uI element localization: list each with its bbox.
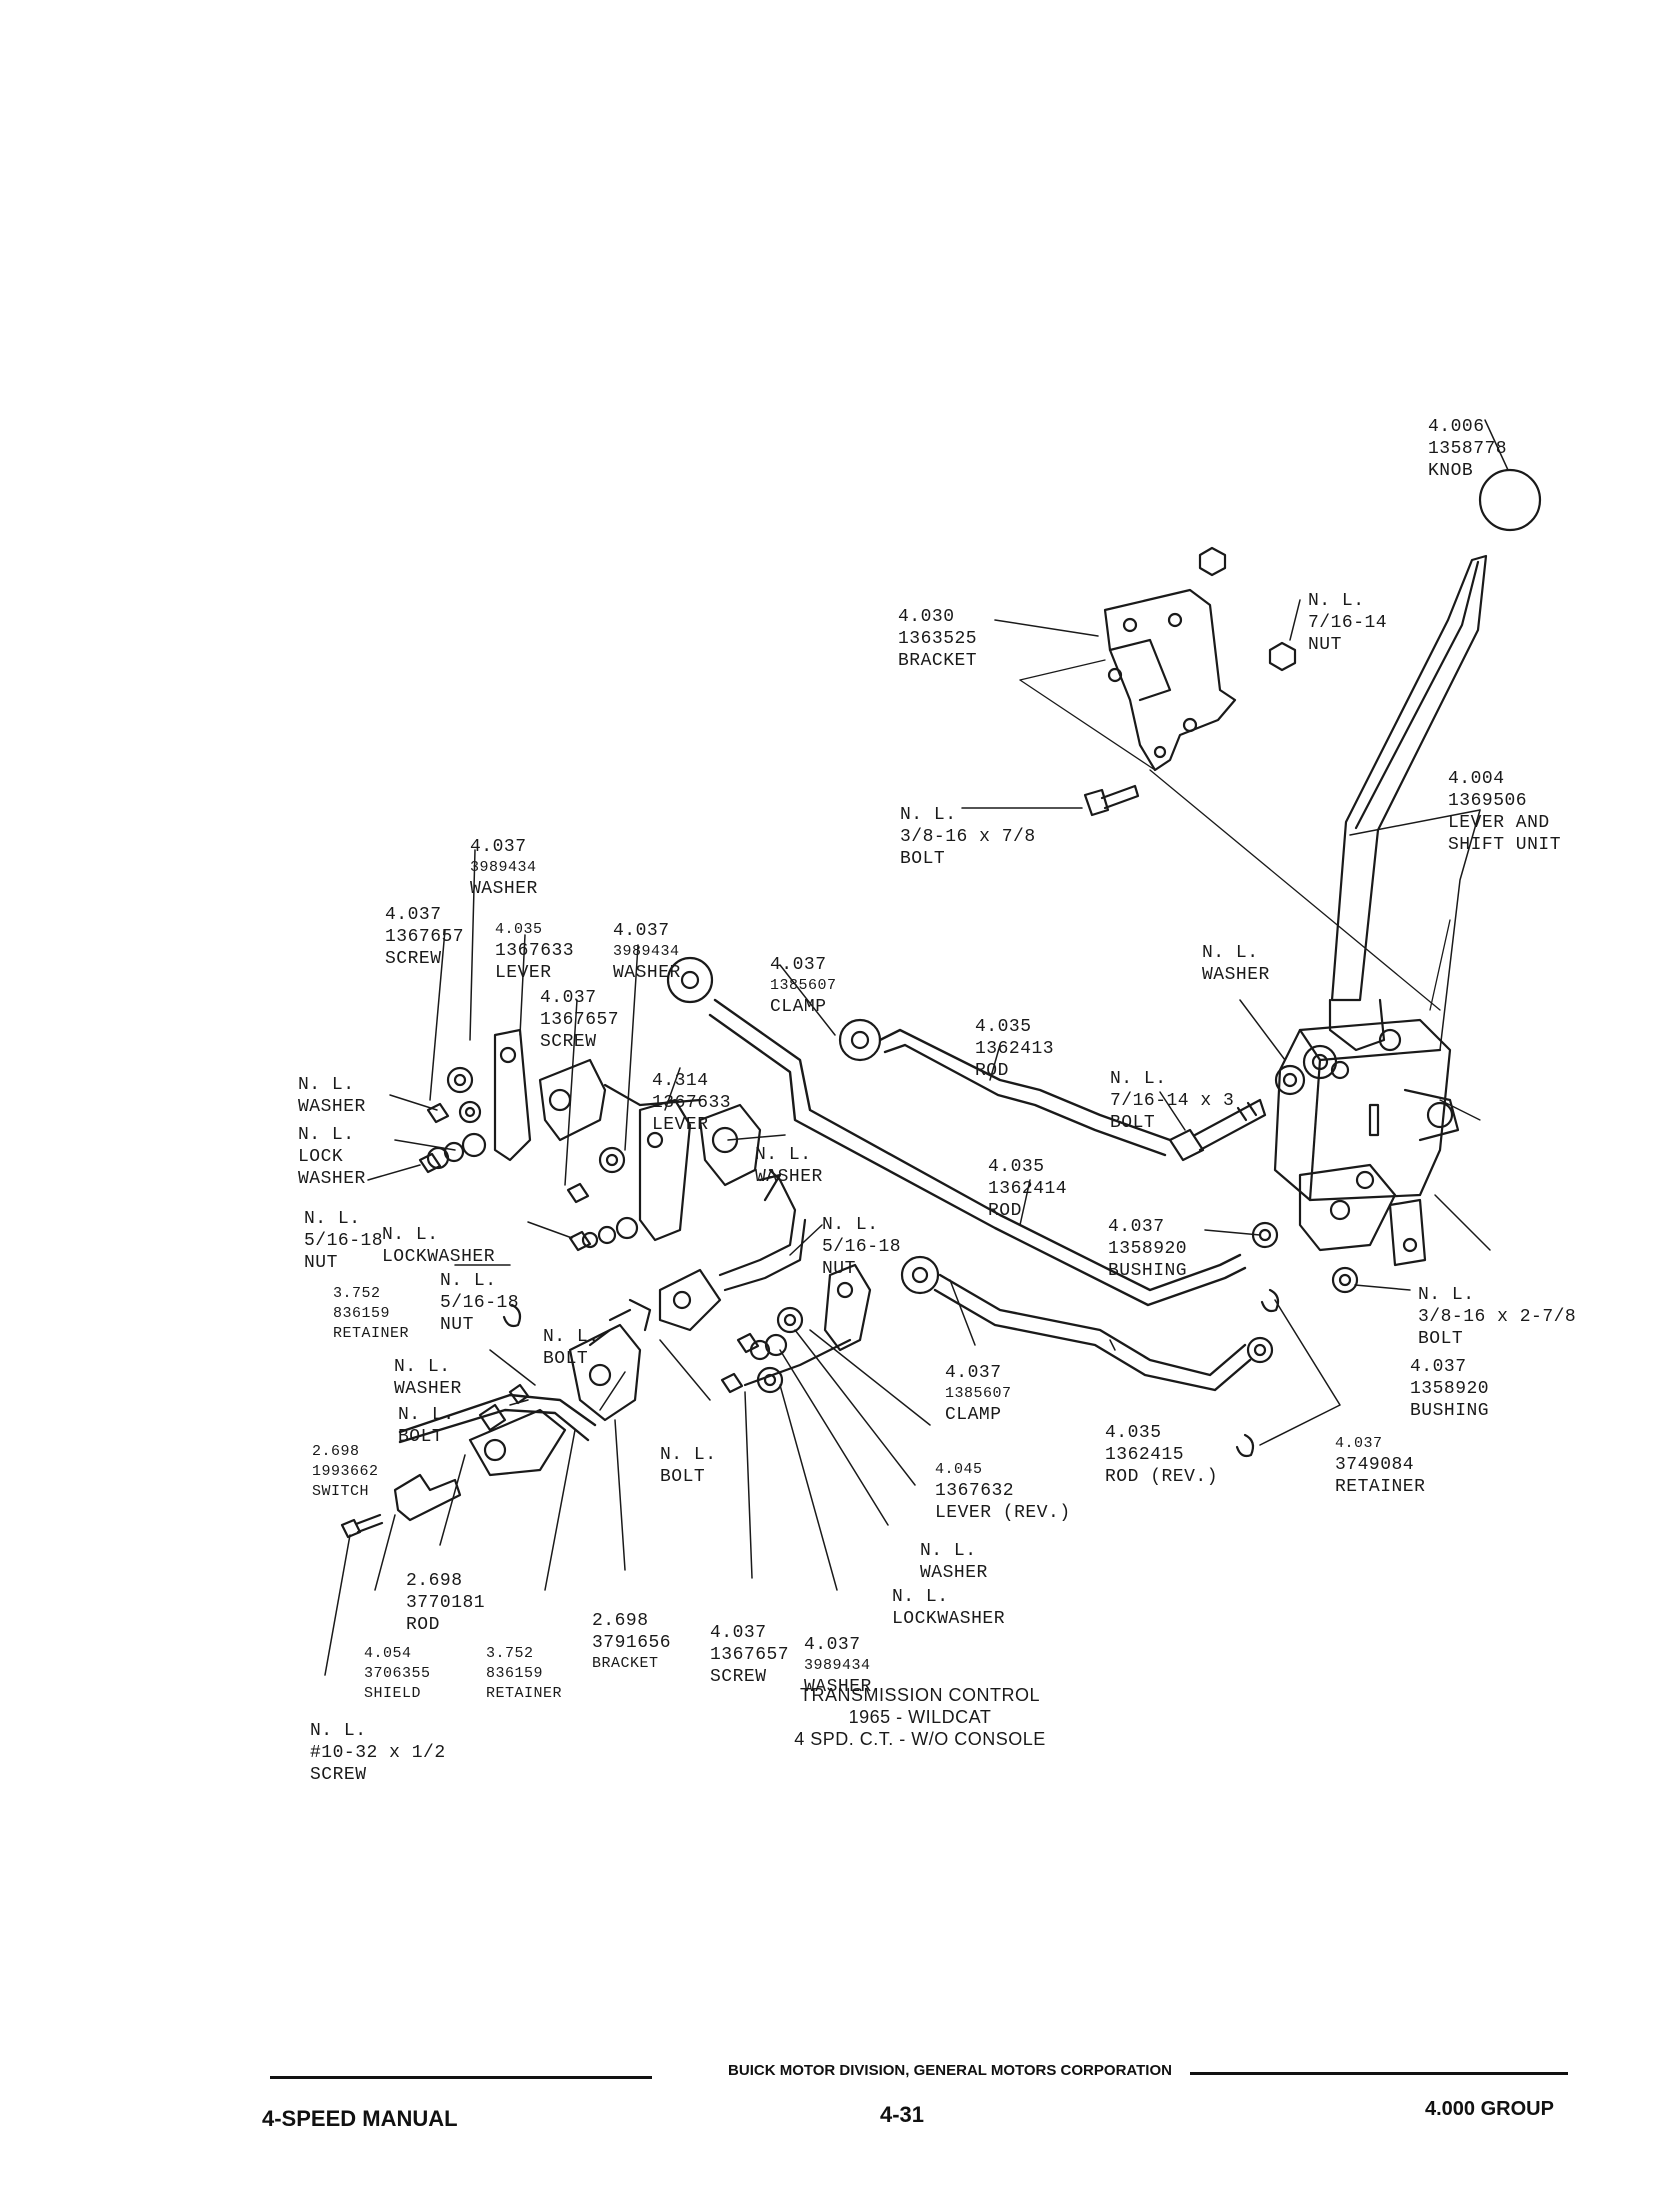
footer-rule-right: [1190, 2072, 1568, 2075]
shift-lever-drawing: [1273, 468, 1542, 1267]
rod-drawings: [398, 998, 1252, 1444]
left-lever-drawing: [418, 1028, 782, 1252]
caption-line: 4 SPD. C.T. - W/O CONSOLE: [794, 1729, 1046, 1749]
label-bolt-upper: N. L.BOLT: [543, 1327, 600, 1369]
label-washer-lower-left: N. L.WASHER: [394, 1357, 462, 1399]
lever-rev-drawing: [720, 1263, 872, 1394]
retainer-drawing: [1235, 1433, 1255, 1458]
footer-group: 4.000 GROUP: [1425, 2098, 1554, 2120]
footer-manual-name: 4-SPEED MANUAL: [262, 2106, 458, 2131]
footer-rule-left: [270, 2076, 652, 2079]
caption-line: TRANSMISSION CONTROL: [799, 1685, 1041, 1705]
label-washer-bottom: N. L.WASHER: [920, 1541, 988, 1583]
label-bolt-lower-left: N. L.BOLT: [398, 1405, 455, 1447]
knob-drawing: [1478, 468, 1542, 532]
label-washer-left: N. L.WASHER: [298, 1075, 366, 1117]
bolt-drawing: [1083, 784, 1140, 817]
label-lockwasher-bottom: N. L.LOCKWASHER: [892, 1587, 1006, 1629]
nut-drawing: [1268, 641, 1297, 672]
footer-page-number: 4-31: [880, 2102, 925, 2127]
caption-line: 1965 - WILDCAT: [848, 1707, 992, 1727]
leader-lines: [324, 419, 1509, 1676]
label-lockwasher-left: N. L.LOCKWASHER: [382, 1225, 496, 1267]
label-washer-center: N. L.WASHER: [755, 1145, 823, 1187]
retainer-drawing: [502, 1303, 522, 1328]
diagram-caption: TRANSMISSION CONTROL 1965 - WILDCAT 4 SP…: [700, 1684, 1140, 1750]
bracket-drawing: [1103, 588, 1237, 772]
long-bolt-drawing: [1168, 1044, 1338, 1162]
retainer-drawing: [1260, 1288, 1280, 1313]
label-washer-right: N. L.WASHER: [1202, 943, 1270, 985]
label-bolt-center: N. L.BOLT: [660, 1445, 717, 1487]
middle-linkage-drawing: [340, 1168, 807, 1539]
nut-drawing: [1198, 546, 1227, 577]
footer-publisher: BUICK MOTOR DIVISION, GENERAL MOTORS COR…: [728, 2062, 1172, 2079]
